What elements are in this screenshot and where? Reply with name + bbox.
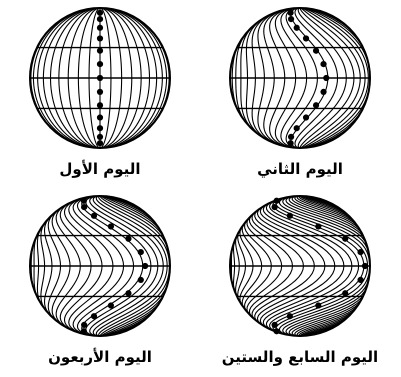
- marker-dot: [303, 114, 309, 120]
- marker-dot: [362, 263, 368, 269]
- marker-dot: [323, 75, 329, 81]
- panel-day-40: اليوم الأربعون: [0, 188, 200, 376]
- panel-day-67: اليوم السابع والستين: [200, 188, 400, 376]
- marker-dot: [108, 302, 114, 308]
- marker-dot: [142, 263, 148, 269]
- marker-dot: [287, 313, 293, 319]
- marker-dot: [288, 10, 294, 16]
- marker-dot: [272, 204, 278, 210]
- marker-dot: [315, 302, 321, 308]
- marker-dot: [97, 61, 103, 67]
- marker-dot: [97, 10, 103, 16]
- marker-dot: [357, 249, 363, 255]
- marker-dot: [288, 134, 294, 140]
- marker-dot: [97, 75, 103, 81]
- marker-dot: [97, 35, 103, 41]
- marker-dot: [97, 102, 103, 108]
- marker-dot: [342, 290, 348, 296]
- marker-dot: [138, 249, 144, 255]
- marker-dot: [357, 277, 363, 283]
- marker-dot: [294, 125, 300, 131]
- marker-dot: [125, 236, 131, 242]
- marker-dot: [108, 223, 114, 229]
- panel-day-2: اليوم الثاني: [200, 0, 400, 188]
- marker-dots: [97, 10, 103, 147]
- marker-dot: [97, 89, 103, 95]
- marker-dot: [272, 322, 278, 328]
- marker-dot: [315, 223, 321, 229]
- marker-dot: [287, 213, 293, 219]
- marker-dot: [97, 134, 103, 140]
- marker-dot: [294, 25, 300, 31]
- marker-dot: [97, 125, 103, 131]
- marker-dot: [303, 35, 309, 41]
- marker-dot: [320, 89, 326, 95]
- caption-day-40: اليوم الأربعون: [0, 348, 200, 366]
- marker-dot: [320, 61, 326, 67]
- caption-day-2: اليوم الثاني: [200, 160, 400, 178]
- marker-dot: [91, 313, 97, 319]
- marker-dot: [97, 25, 103, 31]
- marker-dot: [288, 16, 294, 22]
- marker-dot: [81, 204, 87, 210]
- marker-dot: [91, 213, 97, 219]
- marker-dot: [97, 16, 103, 22]
- panel-day-1: اليوم الأول: [0, 0, 200, 188]
- caption-day-1: اليوم الأول: [0, 160, 200, 178]
- marker-dot: [81, 322, 87, 328]
- marker-dot: [97, 114, 103, 120]
- marker-dot: [288, 140, 294, 146]
- marker-dot: [138, 277, 144, 283]
- marker-dot: [313, 102, 319, 108]
- caption-day-67: اليوم السابع والستين: [200, 348, 400, 366]
- marker-dot: [97, 48, 103, 54]
- marker-dot: [313, 48, 319, 54]
- marker-dot: [342, 236, 348, 242]
- marker-dot: [97, 140, 103, 146]
- marker-dot: [125, 290, 131, 296]
